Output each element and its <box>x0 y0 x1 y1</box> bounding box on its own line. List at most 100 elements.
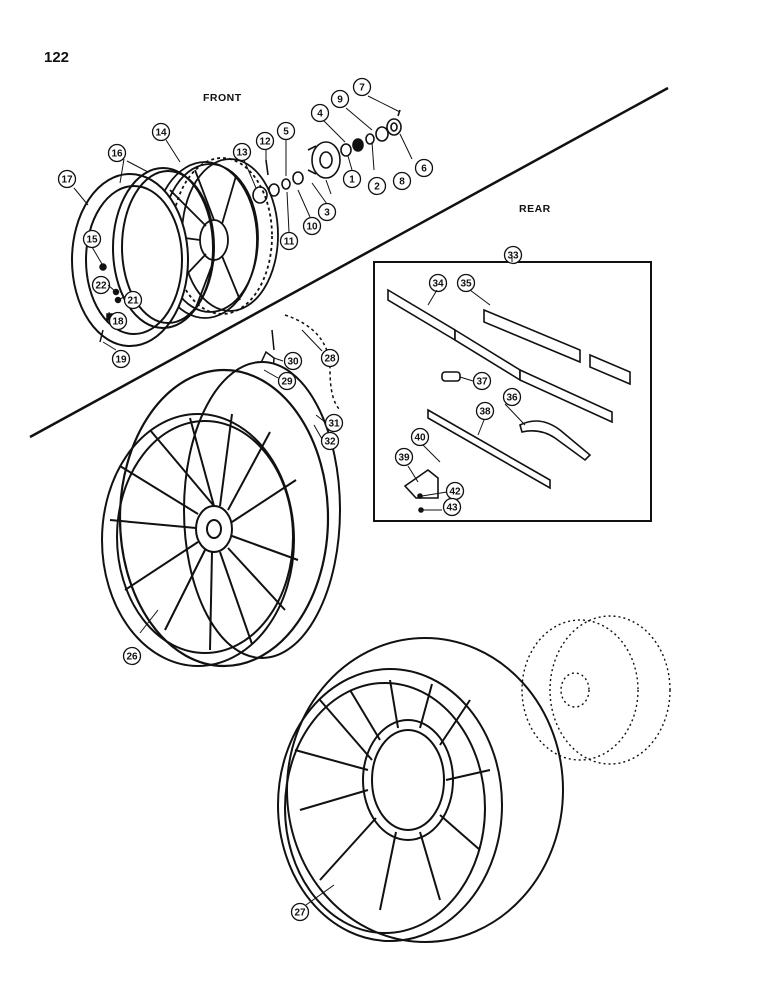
callout-18: 18 <box>108 311 128 331</box>
callout-43: 43 <box>442 497 462 517</box>
callout-label: 8 <box>399 177 405 188</box>
callout-circle <box>283 351 303 371</box>
callout-circle <box>392 171 412 191</box>
callout-circle <box>151 122 171 142</box>
callout-circle <box>302 216 322 236</box>
callout-33: 33 <box>503 245 523 265</box>
callout-label: 40 <box>414 433 426 444</box>
callout-2: 2 <box>367 176 387 196</box>
callout-40: 40 <box>410 427 430 447</box>
callout-circle <box>472 371 492 391</box>
callout-circle <box>428 273 448 293</box>
callout-10: 10 <box>302 216 322 236</box>
callout-label: 22 <box>95 281 107 292</box>
callout-circle <box>255 131 275 151</box>
callout-label: 19 <box>115 355 127 366</box>
callout-circle <box>410 427 430 447</box>
callout-label: 11 <box>284 237 295 248</box>
callout-circle <box>352 77 372 97</box>
callout-22: 22 <box>91 275 111 295</box>
callout-12: 12 <box>255 131 275 151</box>
callout-35: 35 <box>456 273 476 293</box>
callout-19: 19 <box>111 349 131 369</box>
callout-circle <box>57 169 77 189</box>
callout-circle <box>394 447 414 467</box>
callout-circle <box>320 348 340 368</box>
section-divider <box>29 86 669 439</box>
callout-circle <box>122 646 142 666</box>
callout-label: 1 <box>349 175 355 186</box>
callout-8: 8 <box>392 171 412 191</box>
callout-27: 27 <box>290 902 310 922</box>
rear-kit-parts <box>387 288 631 513</box>
callout-label: 2 <box>374 182 380 193</box>
callout-circle <box>232 142 252 162</box>
page-number: 122 <box>44 49 69 66</box>
callout-label: 37 <box>476 377 488 388</box>
leader-lines <box>73 95 526 906</box>
callout-label: 17 <box>61 175 73 186</box>
rear-heading: REAR <box>519 203 551 215</box>
callout-label: 33 <box>507 251 519 262</box>
callout-circle <box>414 158 434 178</box>
callout-label: 16 <box>111 149 123 160</box>
rear-drum-phantom <box>521 615 671 765</box>
callout-label: 10 <box>306 222 318 233</box>
callout-circle <box>279 231 299 251</box>
callout-37: 37 <box>472 371 492 391</box>
callout-circle <box>108 311 128 331</box>
callout-circle <box>276 121 296 141</box>
front-tire <box>71 167 215 347</box>
callout-label: 31 <box>328 419 340 430</box>
callout-label: 21 <box>127 296 139 307</box>
callout-label: 36 <box>506 393 518 404</box>
callout-15: 15 <box>82 229 102 249</box>
callout-7: 7 <box>352 77 372 97</box>
callout-circle <box>456 273 476 293</box>
callout-label: 12 <box>259 137 271 148</box>
callout-34: 34 <box>428 273 448 293</box>
callout-label: 43 <box>446 503 458 514</box>
callout-label: 30 <box>287 357 299 368</box>
callout-29: 29 <box>277 371 297 391</box>
callout-21: 21 <box>123 290 143 310</box>
callout-28: 28 <box>320 348 340 368</box>
callout-circle <box>91 275 111 295</box>
callout-label: 13 <box>236 148 248 159</box>
callout-circle <box>324 413 344 433</box>
callout-circle <box>123 290 143 310</box>
callout-circle <box>320 431 340 451</box>
callout-label: 3 <box>324 208 330 219</box>
callout-5: 5 <box>276 121 296 141</box>
callout-label: 39 <box>398 453 410 464</box>
callout-circle <box>111 349 131 369</box>
callout-label: 5 <box>283 127 289 138</box>
callout-circle <box>367 176 387 196</box>
callout-label: 35 <box>460 279 472 290</box>
callout-31: 31 <box>324 413 344 433</box>
callout-label: 28 <box>324 354 336 365</box>
callout-label: 38 <box>479 407 491 418</box>
callout-26: 26 <box>122 646 142 666</box>
rear-wheel-27 <box>277 637 564 943</box>
callout-16: 16 <box>107 143 127 163</box>
callout-label: 27 <box>294 908 306 919</box>
rear-wheel-26 <box>101 361 341 668</box>
callout-label: 15 <box>86 235 98 246</box>
callout-circle <box>503 245 523 265</box>
callout-9: 9 <box>330 89 350 109</box>
callout-label: 6 <box>421 164 427 175</box>
callout-circle <box>502 387 522 407</box>
callout-label: 18 <box>112 317 124 328</box>
callout-label: 26 <box>126 652 138 663</box>
callout-label: 42 <box>449 487 461 498</box>
callout-circle <box>107 143 127 163</box>
callout-label: 14 <box>155 128 167 139</box>
callout-4: 4 <box>310 103 330 123</box>
callout-1: 1 <box>342 169 362 189</box>
callout-circle <box>290 902 310 922</box>
callout-circle <box>475 401 495 421</box>
callout-30: 30 <box>283 351 303 371</box>
